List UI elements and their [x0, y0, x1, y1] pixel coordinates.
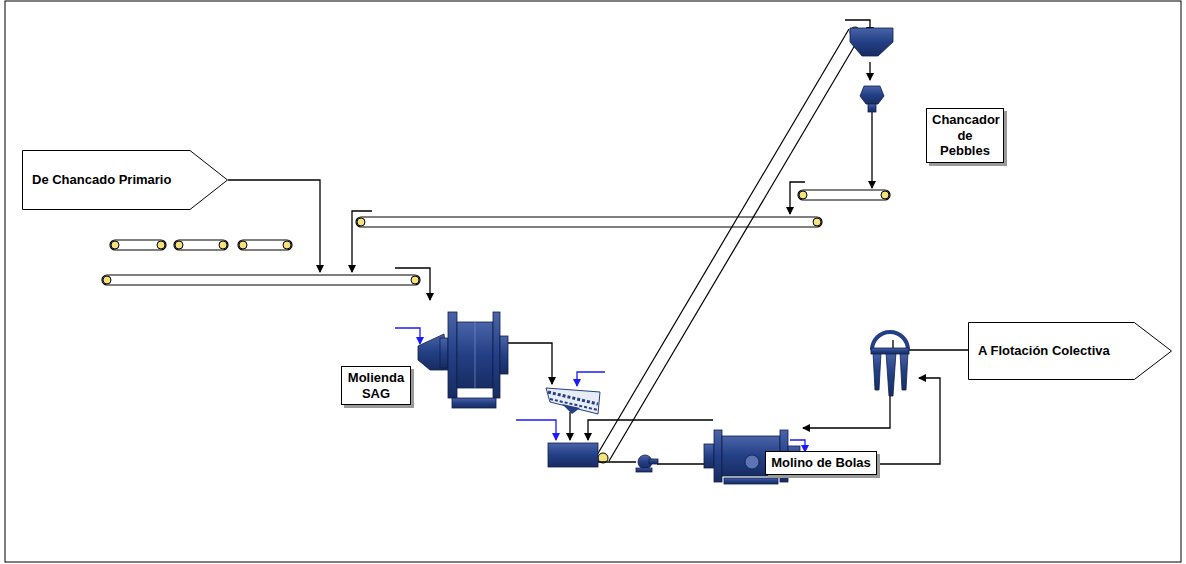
equipment-label: Molienda SAG [341, 366, 411, 405]
flow-arrow-box: De Chancado Primario [22, 150, 228, 210]
conveyors [102, 27, 890, 463]
cyclone-cluster [871, 332, 909, 396]
arrow-outline-shape [23, 151, 228, 210]
pump-sump [548, 443, 598, 467]
flow-arrow-box: A Flotación Colectiva [968, 322, 1172, 380]
pump [598, 455, 658, 472]
arrow-outline-shape [969, 323, 1172, 380]
frame [5, 1, 1181, 562]
vibrating-screen [546, 388, 600, 414]
pebble-crusher [860, 86, 884, 112]
node-text: Molienda SAG [347, 370, 405, 401]
equipment-label: Chancador de Pebbles [926, 108, 1004, 163]
equipment-label: Molino de Bolas [765, 451, 877, 475]
sag-mill [418, 312, 508, 408]
node-text: Molino de Bolas [771, 455, 871, 471]
node-text: De Chancado Primario [32, 172, 171, 188]
pebble-bin [850, 28, 893, 56]
flow-lines [228, 20, 968, 464]
node-text: Chancador de Pebbles [932, 112, 998, 159]
node-text: A Flotación Colectiva [978, 343, 1110, 359]
